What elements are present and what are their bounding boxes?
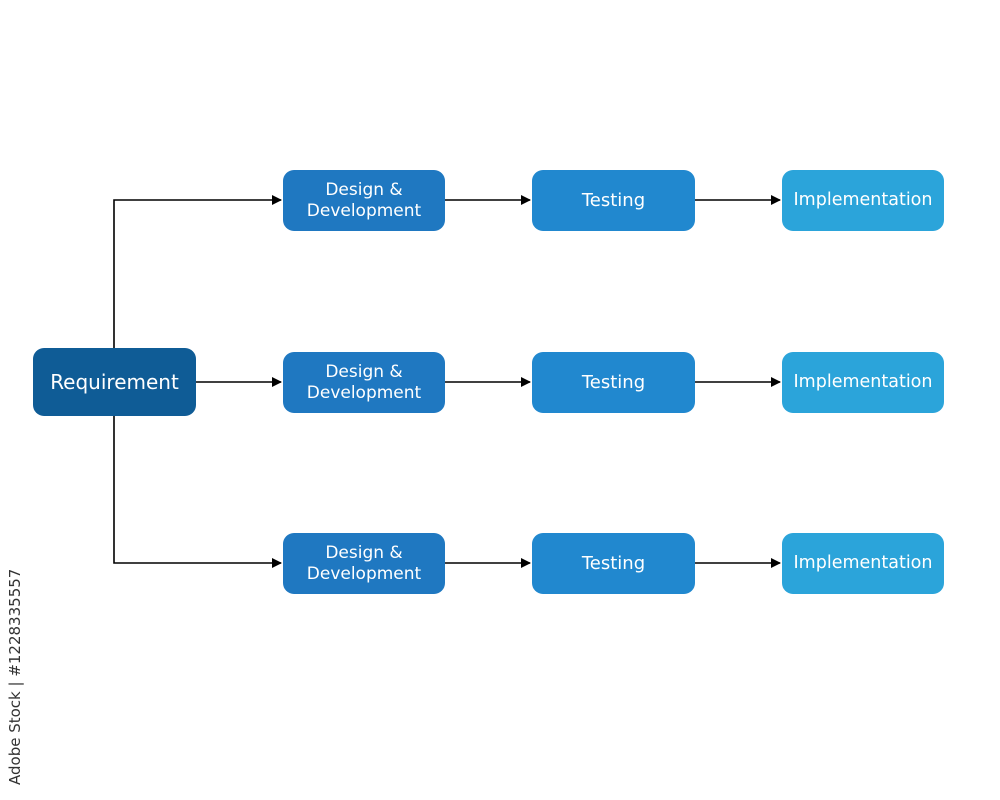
implementation-node-3: Implementation (782, 533, 944, 594)
implementation-node-1: Implementation (782, 170, 944, 231)
testing-node-1: Testing (532, 170, 695, 231)
branch-connector-top (113, 195, 282, 348)
testing-node-3: Testing (532, 533, 695, 594)
requirement-label: Requirement (50, 370, 179, 394)
implementation-node-2: Implementation (782, 352, 944, 413)
implementation-label: Implementation (793, 190, 933, 210)
design-development-label: Design & Development (306, 543, 422, 584)
testing-label: Testing (581, 371, 646, 393)
design-development-label: Design & Development (306, 362, 422, 403)
implementation-label: Implementation (793, 553, 933, 573)
implementation-label: Implementation (793, 372, 933, 392)
testing-label: Testing (581, 189, 646, 211)
design-development-node-2: Design & Development (283, 352, 445, 413)
design-development-node-1: Design & Development (283, 170, 445, 231)
requirement-node: Requirement (33, 348, 196, 416)
testing-node-2: Testing (532, 352, 695, 413)
testing-label: Testing (581, 552, 646, 574)
stock-credit-watermark: Adobe Stock | #1228335557 (6, 568, 24, 785)
design-development-node-3: Design & Development (283, 533, 445, 594)
branch-connector-bottom (113, 416, 282, 568)
design-development-label: Design & Development (306, 180, 422, 221)
